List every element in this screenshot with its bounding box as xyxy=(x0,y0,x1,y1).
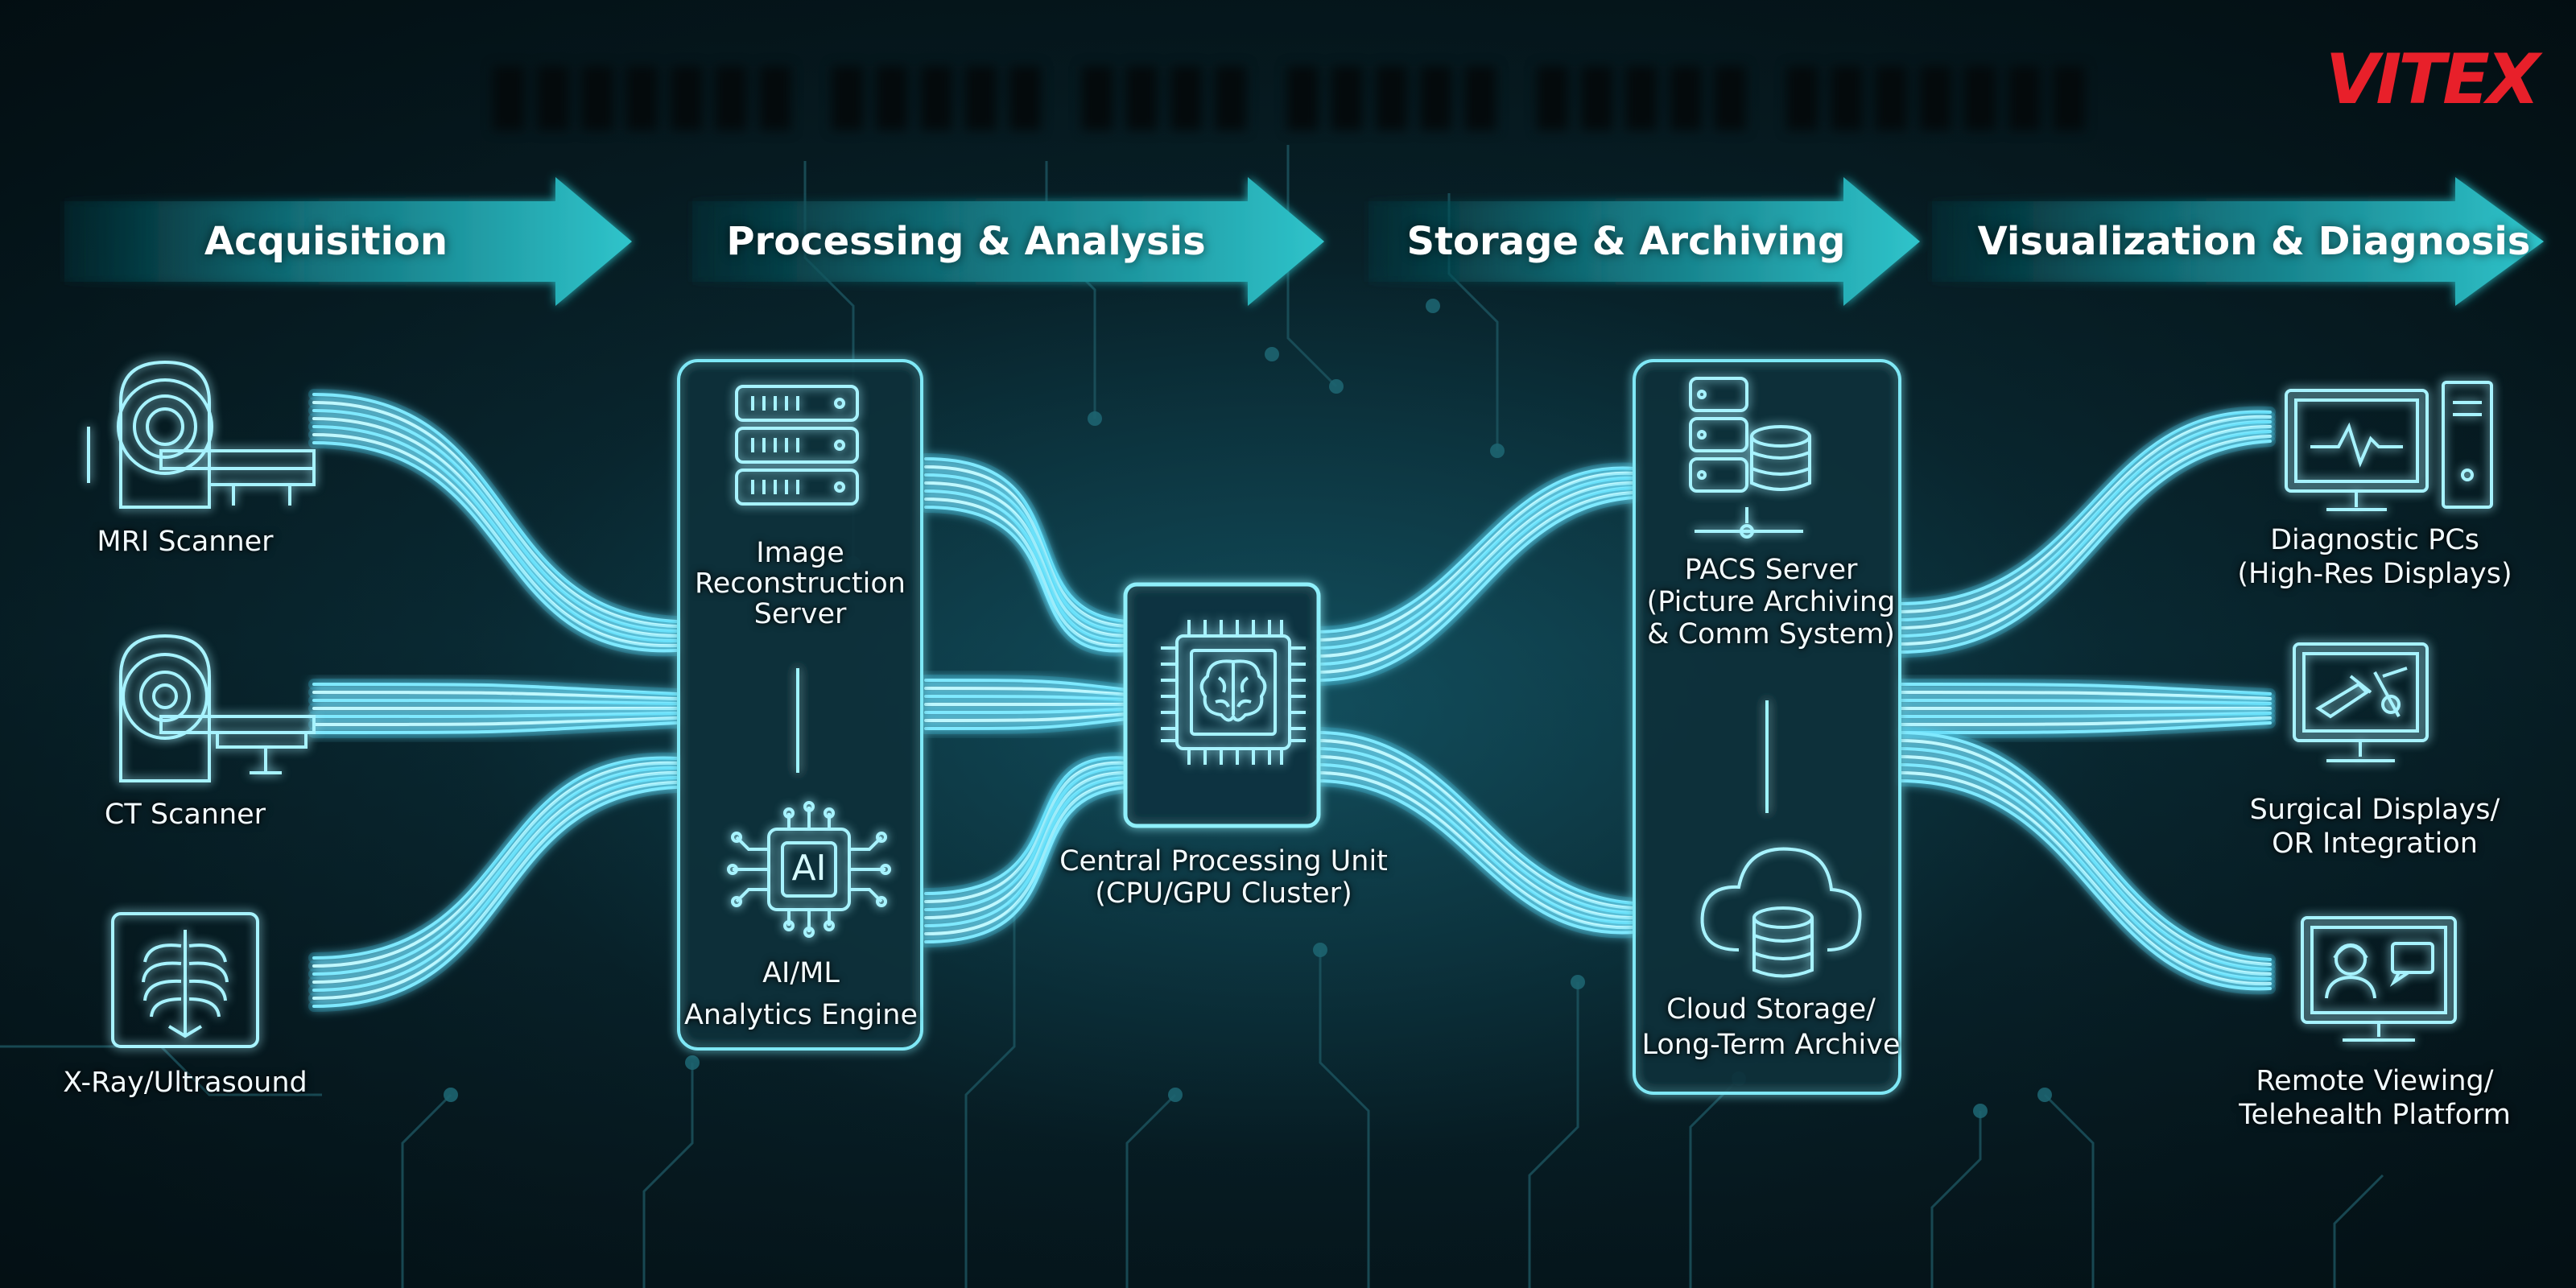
storage-panel xyxy=(1633,359,1901,1095)
stage-arrow-processing xyxy=(692,177,1324,306)
ct-scanner-icon xyxy=(119,634,316,782)
stage-label-storage: Storage & Archiving xyxy=(1406,219,1846,264)
vitex-logo: VITEX xyxy=(2326,39,2546,120)
fiber-optic-connections xyxy=(308,389,2276,1012)
desktop-pc-icon xyxy=(2285,381,2493,511)
surgical-display-icon xyxy=(2293,642,2429,762)
stage-arrow-visualization xyxy=(1932,177,2544,306)
brain-chip-icon xyxy=(1161,620,1306,765)
cpu-label: Central Processing Unit(CPU/GPU Cluster) xyxy=(1059,845,1388,910)
processing-panel xyxy=(677,359,923,1051)
remote-viewing-label: Remote Viewing/Telehealth Platform xyxy=(2239,1065,2511,1131)
fiber-storage-to-surg xyxy=(1894,679,2276,738)
diagnostic-pcs-label: Diagnostic PCs(High-Res Displays) xyxy=(2237,524,2512,590)
fiber-cpu-to-storage-top xyxy=(1311,462,1640,686)
fiber-xray-to-processing xyxy=(308,752,682,1012)
fiber-storage-to-remote xyxy=(1894,727,2276,995)
cloud-database-icon xyxy=(1700,847,1862,978)
xray-label: X-Ray/Ultrasound xyxy=(63,1067,308,1099)
stage-arrows xyxy=(64,177,2544,306)
fiber-storage-to-diag xyxy=(1894,406,2276,658)
pacs-server-label: PACS Server(Picture Archiving& Comm Syst… xyxy=(1646,554,1896,650)
surgical-displays-label: Surgical Displays/OR Integration xyxy=(2249,794,2500,860)
cloud-storage-label: Cloud Storage/Long-Term Archive xyxy=(1641,993,1901,1061)
stage-label-acquisition: Acquisition xyxy=(204,219,448,264)
fiber-cpu-to-storage-bot xyxy=(1311,727,1640,939)
ai-chip-text: AI xyxy=(791,848,826,889)
stage-label-processing: Processing & Analysis xyxy=(726,219,1206,264)
svg-text:VITEX: VITEX xyxy=(2326,39,2543,120)
ai-chip-icon xyxy=(727,801,891,938)
mri-scanner-icon xyxy=(87,360,316,509)
stage-arrow-acquisition xyxy=(64,177,632,306)
server-rack-icon xyxy=(735,385,859,506)
server-database-icon xyxy=(1689,377,1811,539)
telehealth-monitor-icon xyxy=(2301,916,2457,1042)
ct-scanner-label: CT Scanner xyxy=(104,799,266,831)
cpu-box xyxy=(1123,582,1321,828)
fiber-processing-to-cpu-top xyxy=(920,453,1133,657)
blurred-header: ▮▮▮▮▮▮▮ ▮▮▮▮▮ ▮▮▮▮ ▮▮▮▮▮ ▮▮▮▮▮ ▮▮▮▮▮▮▮ xyxy=(485,42,2092,140)
xray-icon xyxy=(111,912,259,1048)
stage-label-visualization: Visualization & Diagnosis xyxy=(1977,219,2531,264)
fiber-ct-to-processing xyxy=(308,679,682,738)
fiber-mri-to-processing xyxy=(308,389,682,657)
mri-scanner-label: MRI Scanner xyxy=(97,526,274,558)
stage-arrow-storage xyxy=(1368,177,1920,306)
fiber-processing-to-cpu-bot xyxy=(920,752,1133,947)
fiber-processing-to-cpu-mid xyxy=(920,675,1133,734)
